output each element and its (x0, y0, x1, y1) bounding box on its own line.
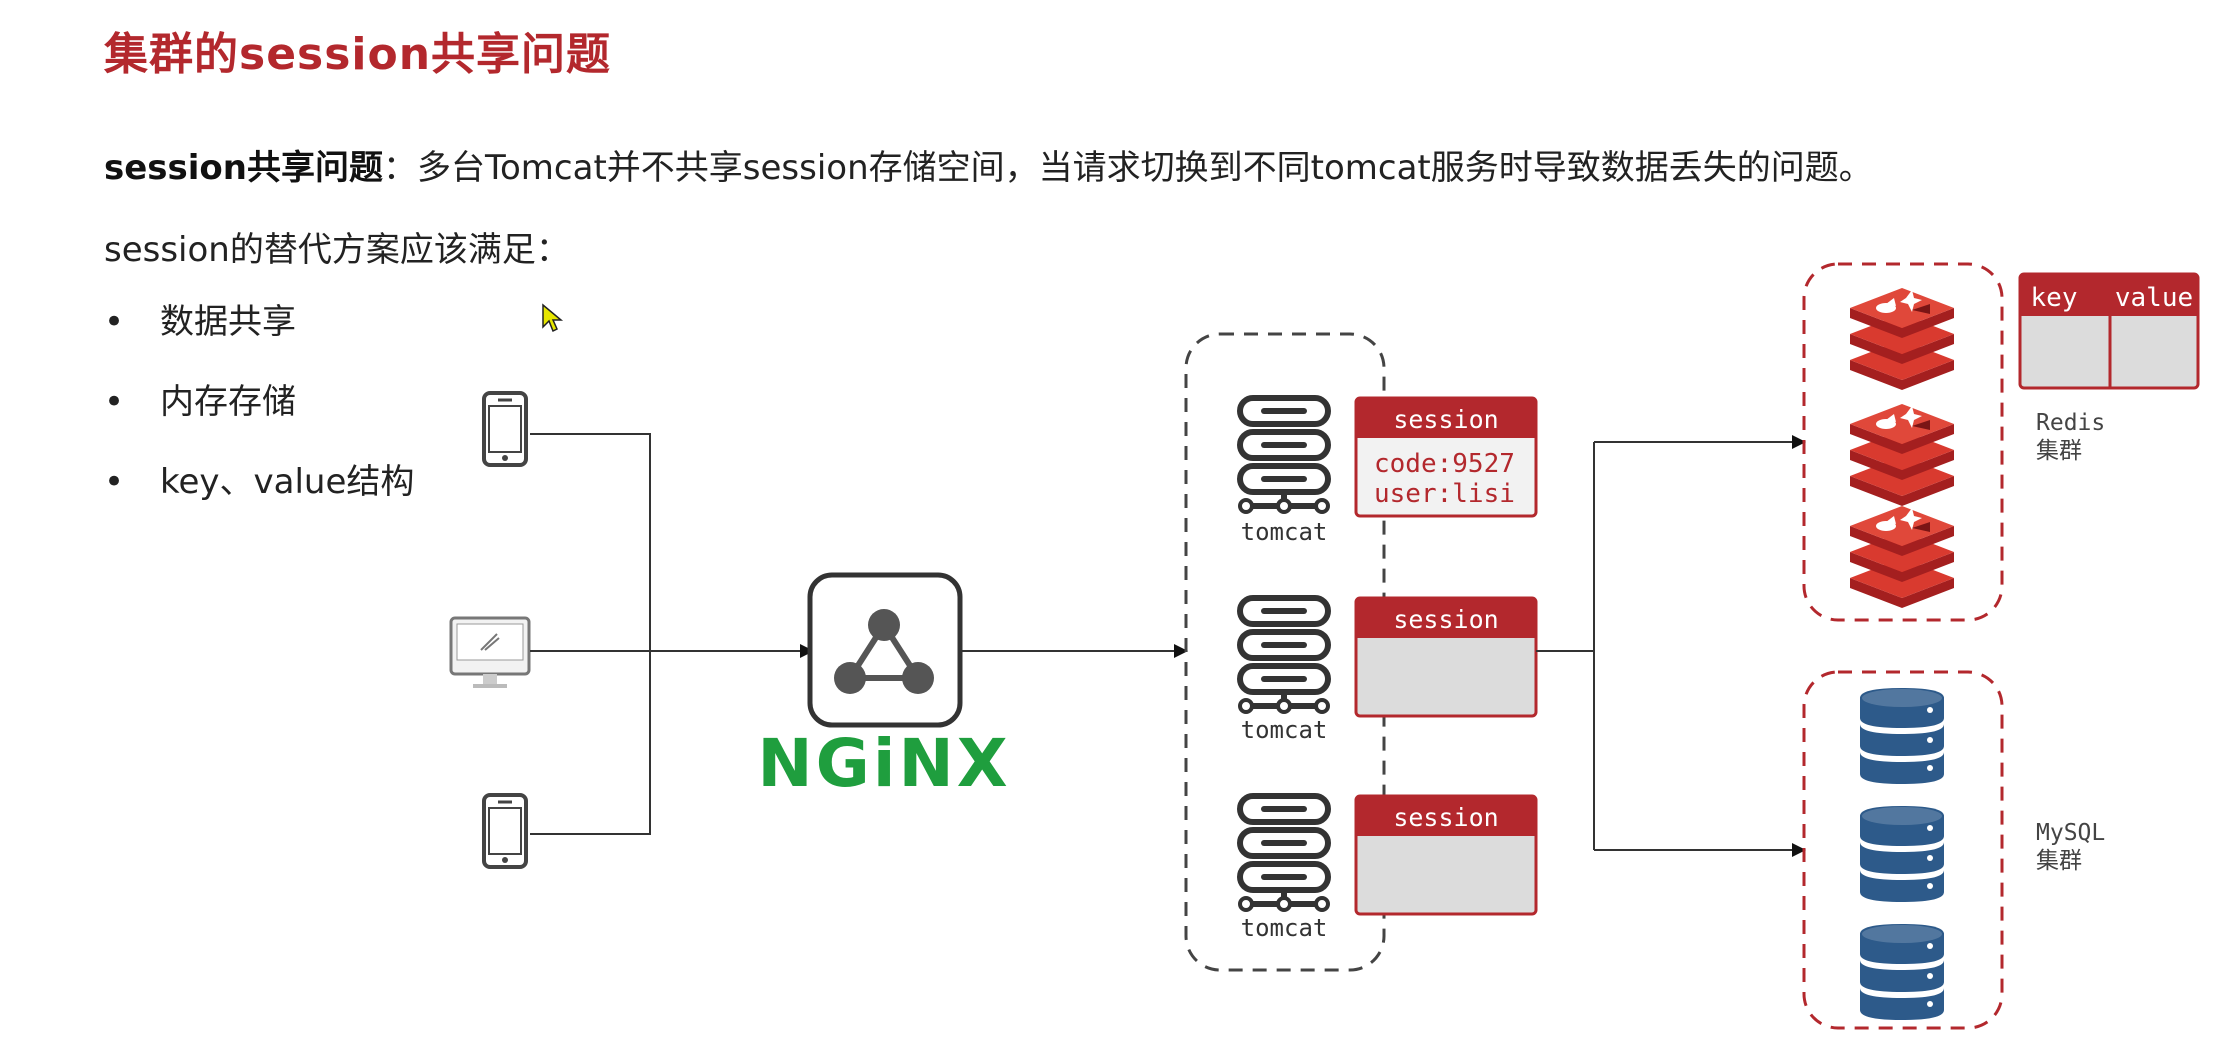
mysql-cluster-label: 集群 (2036, 848, 2082, 874)
storage-connectors (1536, 435, 1806, 857)
session-title: session (1393, 405, 1498, 434)
bullet-icon: • (104, 382, 125, 422)
redis-icon (1850, 404, 1954, 506)
requirement-text: 数据共享 (160, 302, 296, 342)
kv-value-header: value (2115, 283, 2193, 313)
problem-statement: session共享问题：多台Tomcat并不共享session存储空间，当请求切… (104, 140, 1873, 189)
problem-label: session共享问题 (104, 148, 383, 188)
requirements-intro: session的替代方案应该满足： (104, 230, 570, 270)
mouse-cursor-icon (542, 303, 564, 333)
session-card-1: session code:9527 user:lisi (1354, 396, 1538, 518)
desktop-icon (449, 616, 531, 688)
redis-cluster-label: 集群 (2036, 438, 2082, 464)
redis-label: Redis (2036, 410, 2105, 436)
session-line: user:lisi (1374, 479, 1515, 509)
problem-text: 多台Tomcat并不共享session存储空间，当请求切换到不同tomcat服务… (417, 148, 1873, 188)
bullet-icon: • (104, 462, 125, 502)
session-title: session (1393, 803, 1498, 832)
list-item: • 内存存储 (104, 376, 414, 456)
requirement-text: key、value结构 (160, 462, 415, 502)
server-icon (1240, 796, 1328, 910)
mysql-label: MySQL (2036, 820, 2105, 846)
phone-icon (482, 391, 528, 467)
database-icon (1860, 924, 1944, 1020)
bullet-icon: • (104, 302, 125, 342)
problem-separator: ： (383, 148, 417, 188)
list-item: • key、value结构 (104, 456, 414, 536)
phone-icon (482, 793, 528, 869)
tomcat-server-2: tomcat (1240, 598, 1328, 744)
page-title: 集群的session共享问题 (104, 29, 612, 80)
database-icon (1860, 806, 1944, 902)
tomcat-server-3: tomcat (1240, 796, 1328, 942)
redis-icon (1850, 506, 1954, 608)
nginx-logo-text: NGiNX (757, 725, 1010, 802)
session-title: session (1393, 605, 1498, 634)
redis-cluster-border (1802, 262, 2004, 622)
kv-key-header: key (2031, 283, 2078, 313)
tomcat-label: tomcat (1241, 518, 1328, 546)
tomcat-label: tomcat (1241, 716, 1328, 744)
tomcat-server-1: tomcat (1240, 398, 1328, 546)
database-icon (1860, 688, 1944, 784)
client-connectors (530, 433, 814, 835)
nginx-icon (807, 572, 963, 728)
tomcat-label: tomcat (1241, 914, 1328, 942)
key-value-table: key value (2018, 272, 2200, 390)
session-card-3: session (1354, 794, 1538, 916)
requirement-text: 内存存储 (160, 382, 296, 422)
redis-icon (1850, 288, 1954, 390)
requirements-list: • 数据共享 • 内存存储 • key、value结构 (104, 296, 414, 536)
session-card-2: session (1354, 596, 1538, 718)
list-item: • 数据共享 (104, 296, 414, 376)
server-icon (1240, 598, 1328, 712)
mysql-cluster-border (1802, 670, 2004, 1030)
session-line: code:9527 (1374, 449, 1515, 479)
server-icon (1240, 398, 1328, 512)
